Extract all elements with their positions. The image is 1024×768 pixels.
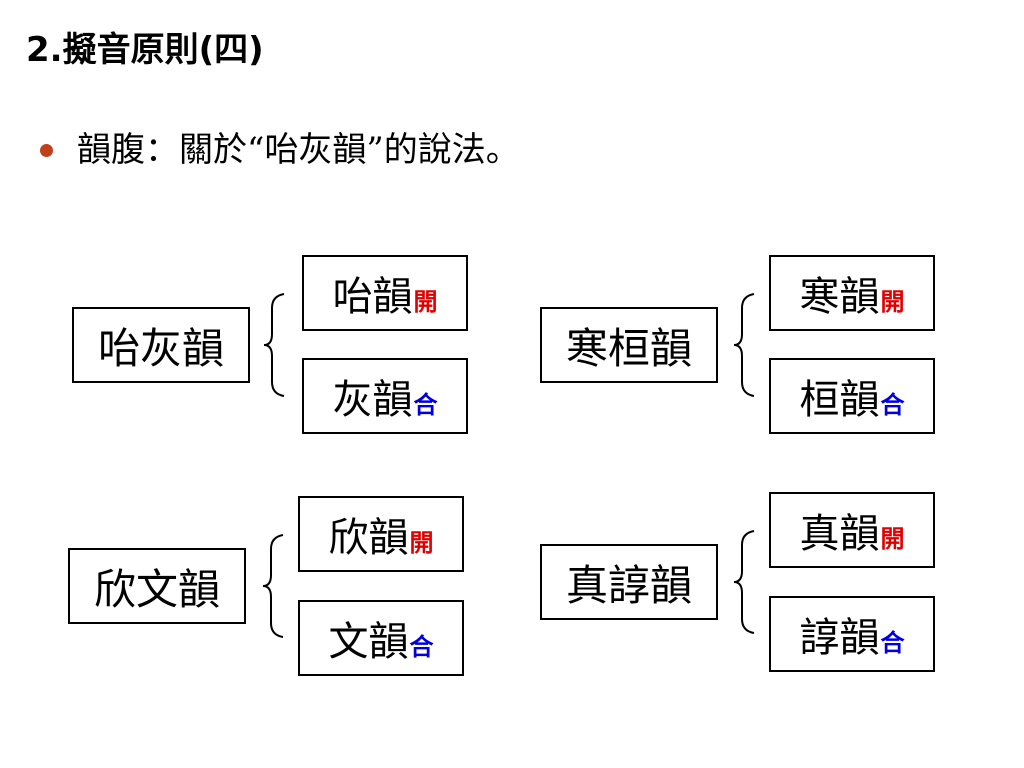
main-rhyme-label: 欣文韻 <box>93 564 220 614</box>
sub-rhyme-box-open: 寒韻開 <box>769 255 935 331</box>
closed-tag: 合 <box>880 390 905 419</box>
main-rhyme-box: 欣文韻 <box>68 548 246 624</box>
main-rhyme-label: 寒桓韻 <box>565 323 692 373</box>
sub-rhyme-label: 欣韻 <box>328 515 409 561</box>
bullet-dot-icon <box>40 143 53 157</box>
main-rhyme-label: 咍灰韻 <box>97 323 224 373</box>
open-tag: 開 <box>880 524 905 553</box>
open-tag: 開 <box>413 287 438 316</box>
closed-tag: 合 <box>409 632 434 661</box>
main-rhyme-label: 真諄韻 <box>565 560 692 610</box>
closed-tag: 合 <box>880 628 905 657</box>
left-brace-icon <box>733 293 755 397</box>
sub-rhyme-label: 文韻 <box>328 619 409 665</box>
sub-rhyme-box-closed: 灰韻合 <box>302 358 468 434</box>
open-tag: 開 <box>409 528 434 557</box>
sub-rhyme-box-closed: 文韻合 <box>298 600 464 676</box>
left-brace-icon <box>263 293 285 397</box>
main-rhyme-box: 寒桓韻 <box>540 307 718 383</box>
sub-rhyme-box-open: 咍韻開 <box>302 255 468 331</box>
bullet-text: 韻腹：關於“咍灰韻”的說法。 <box>77 130 520 170</box>
sub-rhyme-label: 桓韻 <box>799 377 880 423</box>
sub-rhyme-label: 灰韻 <box>332 377 413 423</box>
slide-title: 2.擬音原則(四) <box>26 30 264 70</box>
open-tag: 開 <box>880 287 905 316</box>
sub-rhyme-box-closed: 桓韻合 <box>769 358 935 434</box>
left-brace-icon <box>262 534 284 638</box>
closed-tag: 合 <box>413 390 438 419</box>
main-rhyme-box: 咍灰韻 <box>72 307 250 383</box>
left-brace-icon <box>733 530 755 634</box>
sub-rhyme-box-closed: 諄韻合 <box>769 596 935 672</box>
sub-rhyme-box-open: 真韻開 <box>769 492 935 568</box>
sub-rhyme-label: 寒韻 <box>799 274 880 320</box>
sub-rhyme-box-open: 欣韻開 <box>298 496 464 572</box>
main-rhyme-box: 真諄韻 <box>540 544 718 620</box>
bullet-line: 韻腹：關於“咍灰韻”的說法。 <box>40 126 520 174</box>
sub-rhyme-label: 諄韻 <box>799 615 880 661</box>
sub-rhyme-label: 真韻 <box>799 511 880 557</box>
sub-rhyme-label: 咍韻 <box>332 274 413 320</box>
